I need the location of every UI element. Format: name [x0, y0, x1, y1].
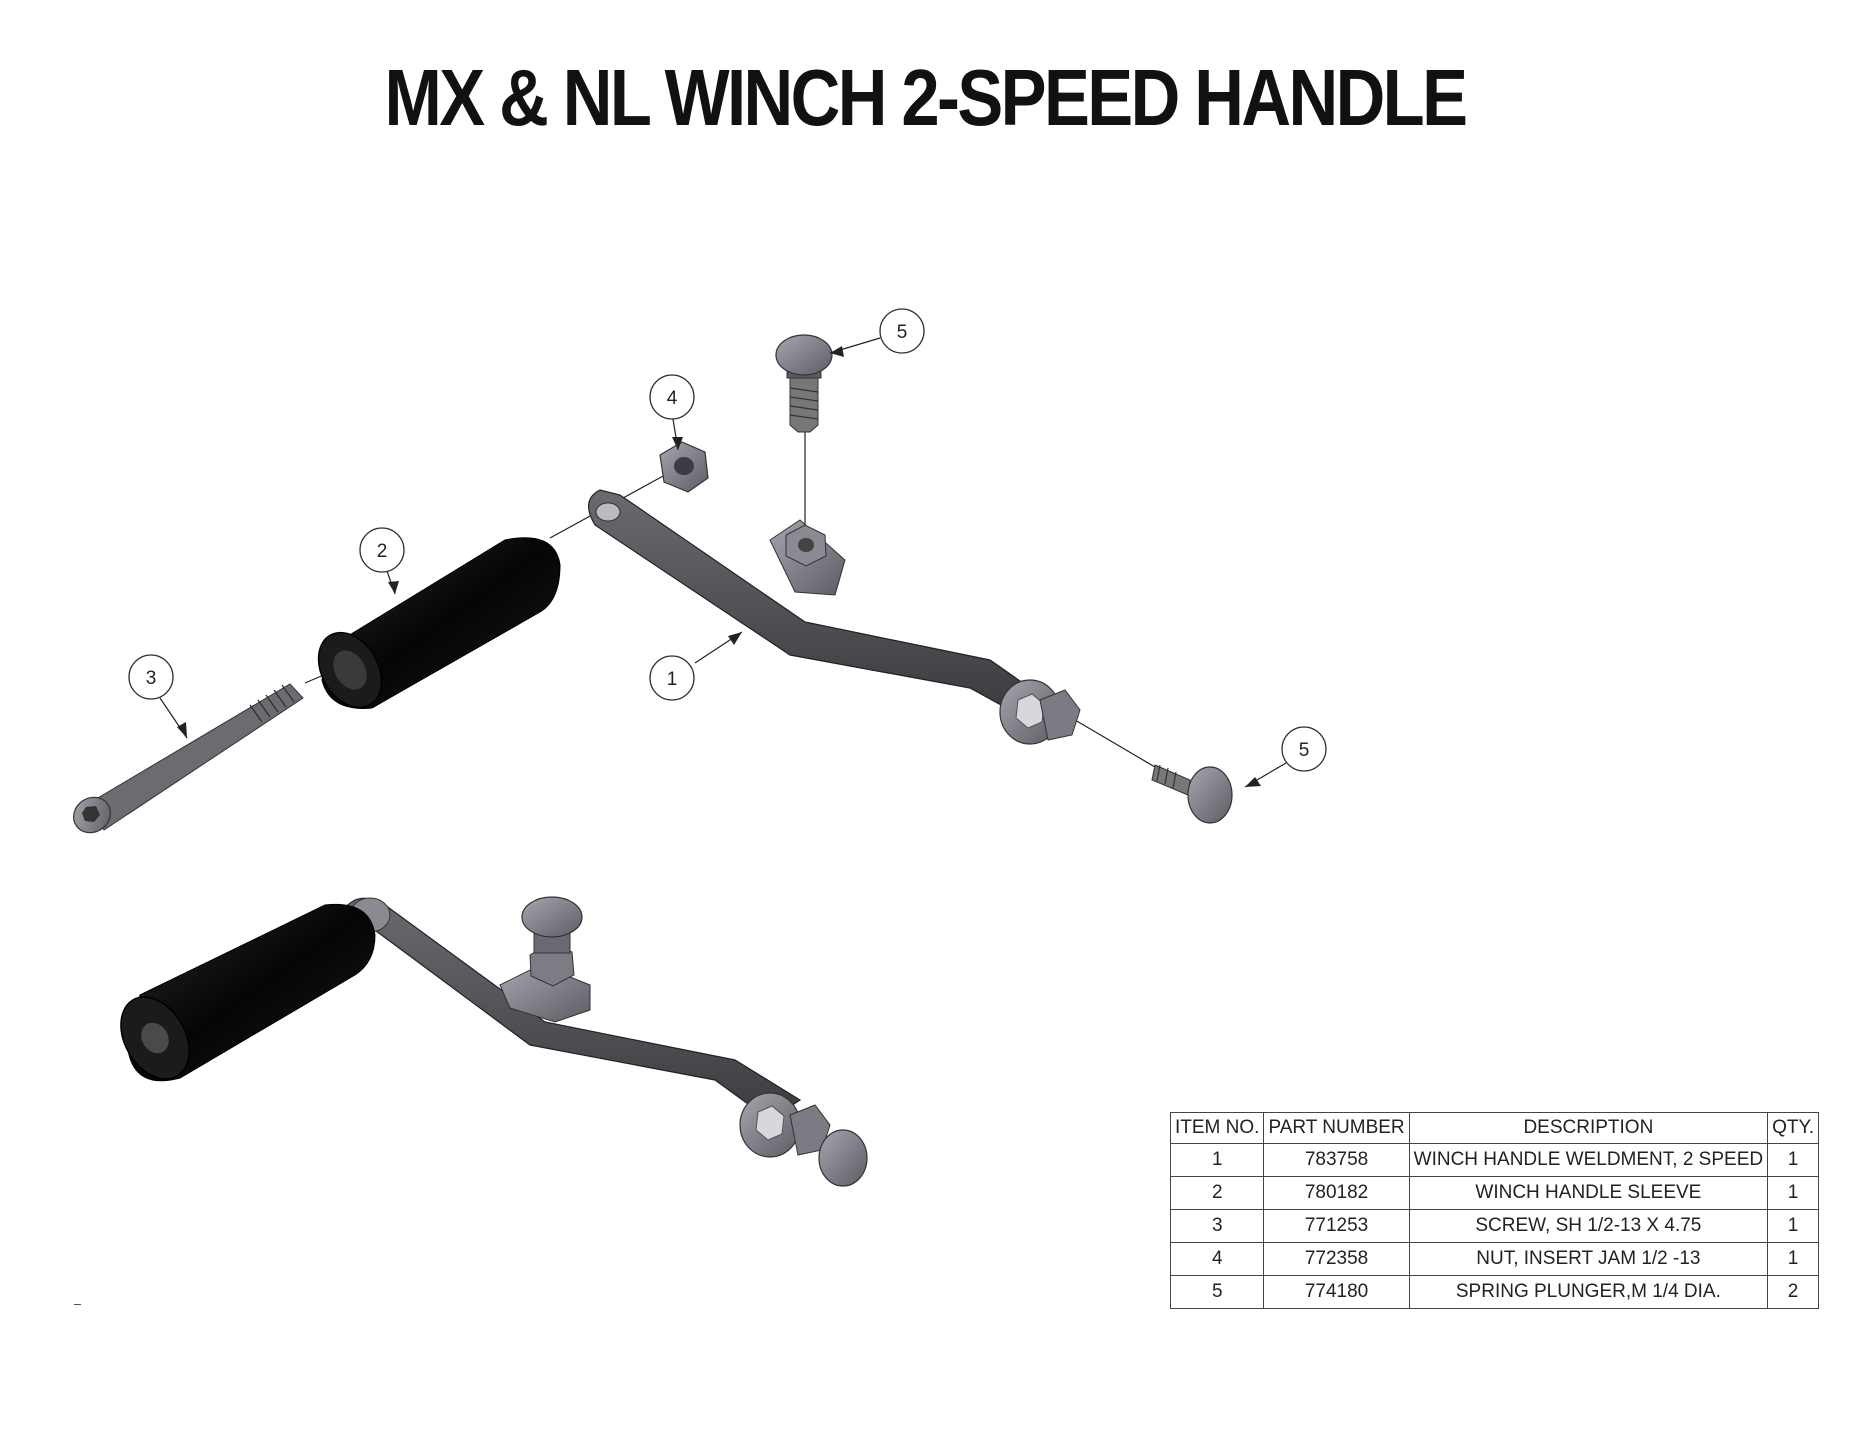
callout-item-5-top: 5 [829, 308, 925, 357]
cell-description: NUT, INSERT JAM 1/2 -13 [1408, 1242, 1769, 1276]
callouts: 1 2 3 4 5 5 [128, 308, 1327, 788]
cell-item-no: 3 [1169, 1209, 1265, 1243]
page-title: MX & NL WINCH 2-SPEED HANDLE [384, 53, 1468, 142]
table-row: 3 771253 SCREW, SH 1/2-13 X 4.75 1 [1169, 1209, 1819, 1243]
cell-description: SCREW, SH 1/2-13 X 4.75 [1408, 1209, 1769, 1243]
column-header-part-number: PART NUMBER [1263, 1112, 1410, 1144]
callout-item-4: 4 [649, 374, 695, 451]
cell-qty: 1 [1767, 1209, 1819, 1243]
cell-part-number: 774180 [1263, 1275, 1410, 1309]
column-header-item-no: ITEM NO. [1169, 1112, 1265, 1144]
cell-qty: 1 [1767, 1143, 1819, 1177]
cell-description: WINCH HANDLE SLEEVE [1408, 1176, 1769, 1210]
callout-label-5-top: 5 [897, 322, 908, 343]
column-header-qty: QTY. [1767, 1112, 1819, 1144]
callout-item-5-right: 5 [1244, 726, 1327, 788]
cell-part-number: 771253 [1263, 1209, 1410, 1243]
screw-part [73, 683, 304, 834]
cell-qty: 1 [1767, 1176, 1819, 1210]
assembled-view [120, 896, 868, 1187]
callout-label-5-right: 5 [1299, 740, 1310, 761]
callout-item-2: 2 [359, 527, 405, 595]
spring-plunger-right-part [1151, 764, 1233, 824]
cell-qty: 1 [1767, 1242, 1819, 1276]
nut-part [659, 441, 709, 493]
cell-item-no: 4 [1169, 1242, 1265, 1276]
cell-part-number: 780182 [1263, 1176, 1410, 1210]
cell-item-no: 2 [1169, 1176, 1265, 1210]
cell-item-no: 1 [1169, 1143, 1265, 1177]
cell-item-no: 5 [1169, 1275, 1265, 1309]
callout-label-2: 2 [377, 541, 388, 562]
callout-label-3: 3 [146, 668, 157, 689]
cell-part-number: 772358 [1263, 1242, 1410, 1276]
cell-description: SPRING PLUNGER,M 1/4 DIA. [1408, 1275, 1769, 1309]
column-header-description: DESCRIPTION [1408, 1112, 1769, 1144]
cell-part-number: 783758 [1263, 1143, 1410, 1177]
cell-qty: 2 [1767, 1275, 1819, 1309]
callout-item-1: 1 [649, 631, 743, 701]
table-header-row: ITEM NO. PART NUMBER DESCRIPTION QTY. [1169, 1112, 1819, 1144]
page-mark [74, 1304, 81, 1305]
callout-label-4: 4 [667, 388, 678, 409]
callout-item-3: 3 [128, 654, 188, 739]
cell-description: WINCH HANDLE WELDMENT, 2 SPEED [1408, 1143, 1769, 1177]
table-row: 4 772358 NUT, INSERT JAM 1/2 -13 1 [1169, 1242, 1819, 1276]
table-row: 1 783758 WINCH HANDLE WELDMENT, 2 SPEED … [1169, 1143, 1819, 1177]
table-row: 5 774180 SPRING PLUNGER,M 1/4 DIA. 2 [1169, 1275, 1819, 1309]
spring-plunger-top-part [775, 334, 833, 433]
exploded-view [73, 334, 1233, 834]
callout-label-1: 1 [667, 669, 678, 690]
handle-weldment-part [588, 489, 1081, 745]
bill-of-materials-table: ITEM NO. PART NUMBER DESCRIPTION QTY. 1 … [1169, 1112, 1819, 1309]
sleeve-part [317, 537, 561, 709]
table-row: 2 780182 WINCH HANDLE SLEEVE 1 [1169, 1176, 1819, 1210]
